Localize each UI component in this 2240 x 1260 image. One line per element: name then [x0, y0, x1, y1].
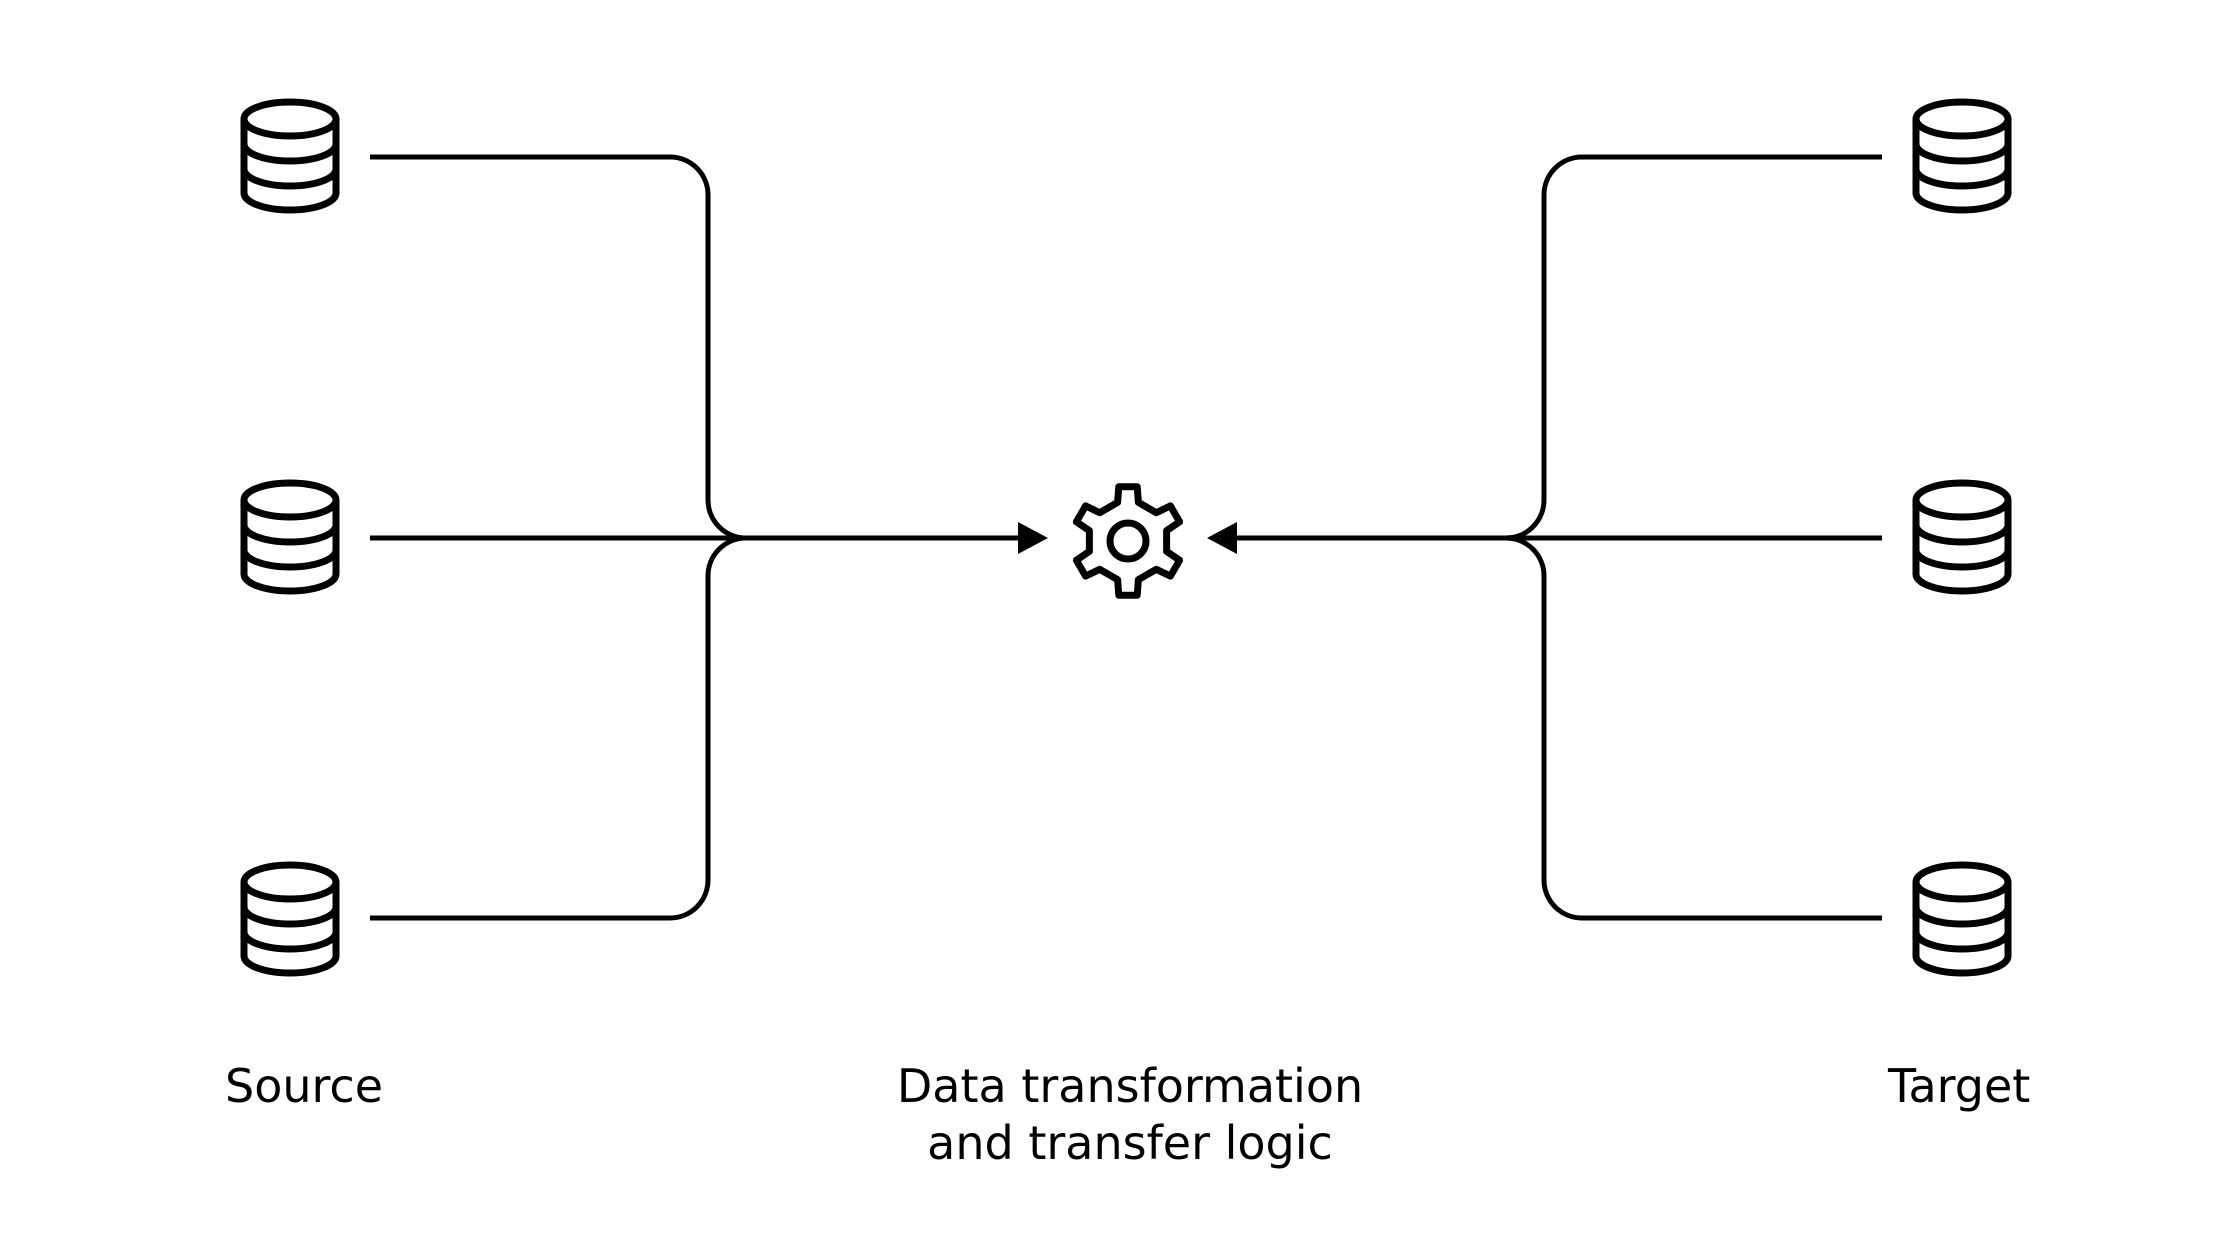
arrowhead-left: [1207, 522, 1237, 554]
source-connectors: [370, 154, 1025, 921]
transformation-label-line-1: Data transformation: [896, 1059, 1364, 1113]
source-database-icon-1: [244, 102, 336, 210]
target-connectors: [1227, 154, 1882, 921]
source-database-icon-2: [244, 483, 336, 591]
target-database-icon-2: [1916, 483, 2008, 591]
source-connector-bottom: [370, 535, 747, 921]
target-database-icon-3: [1916, 865, 2008, 973]
target-connector-top: [1505, 154, 1882, 541]
arrowhead-right: [1018, 522, 1048, 554]
gear-icon: [1072, 483, 1184, 599]
target-connector-bottom: [1505, 535, 1882, 921]
target-label: Target: [1888, 1059, 2031, 1113]
source-database-icon-3: [244, 865, 336, 973]
target-database-icon-1: [1916, 102, 2008, 210]
source-label: Source: [225, 1059, 383, 1113]
transformation-label: Data transformation and transfer logic: [880, 1058, 1380, 1172]
source-connector-top: [370, 154, 747, 541]
transformation-label-line-2: and transfer logic: [927, 1116, 1333, 1170]
